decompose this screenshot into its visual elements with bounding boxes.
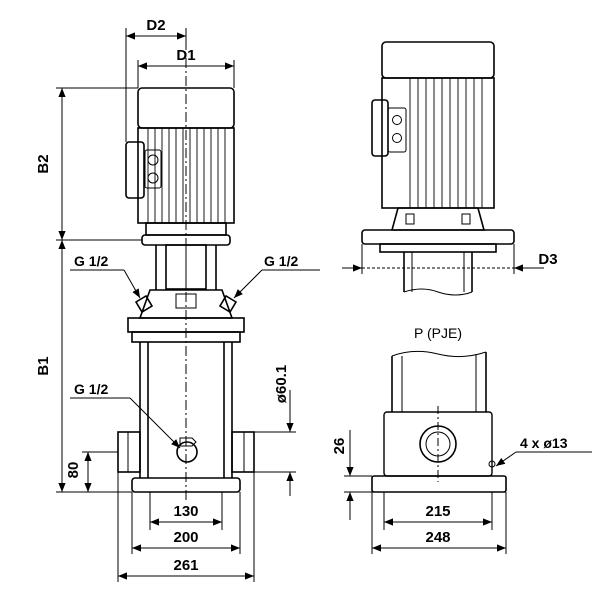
dim-flange-height-label: 26 (331, 438, 348, 455)
dim-130-label: 130 (173, 503, 198, 520)
dim-d3-label: D3 (538, 251, 557, 268)
dim-248-label: 248 (425, 529, 450, 546)
holes-label: 4 x ø13 (520, 435, 568, 451)
dim-d2-label: D2 (146, 17, 165, 34)
dim-200-label: 200 (173, 529, 198, 546)
dim-b2-label: B2 (35, 154, 52, 173)
dim-b1-label: B1 (35, 356, 52, 375)
terminal-box (125, 141, 162, 199)
dim-bore-label: ø60.1 (273, 365, 290, 403)
front-view-dimensions: D2 D1 B2 B1 80 G 1/2 G 1/2 G 1/2 (35, 17, 320, 582)
vent-left-label: G 1/2 (74, 253, 108, 269)
drain-label: G 1/2 (74, 381, 108, 397)
dim-d1-label: D1 (176, 47, 195, 64)
dim-261-label: 261 (173, 557, 198, 574)
base-view-dimensions: 26 4 x ø13 215 248 (331, 430, 592, 554)
base-view-title: P (PJE) (414, 325, 462, 341)
base-view: P (PJE) (371, 325, 507, 493)
side-view-dimensions: D3 (342, 244, 558, 274)
front-view (117, 40, 255, 500)
motor-cooling-fins (147, 128, 226, 223)
side-view (361, 41, 515, 296)
motor-front (125, 87, 235, 246)
dim-215-label: 215 (425, 503, 450, 520)
dim-base-height-label: 80 (65, 462, 82, 479)
side-motor-fins (409, 78, 483, 208)
vent-right-label: G 1/2 (264, 253, 298, 269)
